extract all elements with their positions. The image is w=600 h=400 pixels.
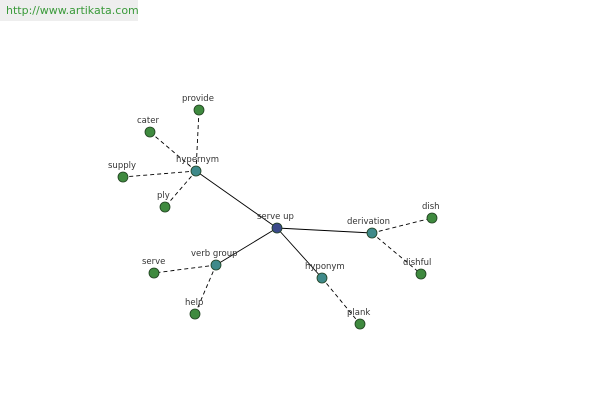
edge-hypernym-supply xyxy=(122,170,197,178)
node-dot-provide[interactable] xyxy=(193,104,205,116)
edges-layer xyxy=(122,109,433,325)
node-label-derivation: derivation xyxy=(347,217,390,227)
node-dot-serve[interactable] xyxy=(148,267,160,279)
node-label-hyponym: hyponym xyxy=(305,262,345,272)
edge-serve-up-hypernym xyxy=(195,170,278,229)
url-bar: http://www.artikata.com xyxy=(0,0,139,21)
edge-serve-up-derivation xyxy=(276,227,373,234)
node-dot-cater[interactable] xyxy=(144,126,156,138)
node-label-provide: provide xyxy=(182,94,214,104)
edge-derivation-dish xyxy=(371,217,433,234)
node-hypernym[interactable]: hypernym xyxy=(176,155,219,177)
edge-hypernym-cater xyxy=(149,131,197,172)
node-dot-serve-up[interactable] xyxy=(271,222,283,234)
node-label-ply: ply xyxy=(157,191,170,201)
node-dishful[interactable]: dishful xyxy=(403,258,431,280)
node-dot-supply[interactable] xyxy=(117,171,129,183)
node-label-dish: dish xyxy=(422,202,440,212)
node-cater[interactable]: cater xyxy=(137,116,159,138)
node-dot-derivation[interactable] xyxy=(366,227,378,239)
node-label-plank: plank xyxy=(347,308,370,318)
node-dot-ply[interactable] xyxy=(159,201,171,213)
edge-serve-up-hyponym xyxy=(276,227,323,279)
node-label-verb-group: verb group xyxy=(191,249,238,259)
edge-verb-group-serve xyxy=(153,264,217,274)
node-hyponym[interactable]: hyponym xyxy=(305,262,345,284)
node-dot-plank[interactable] xyxy=(354,318,366,330)
node-label-help: help xyxy=(185,298,203,308)
node-dot-dishful[interactable] xyxy=(415,268,427,280)
node-dot-hypernym[interactable] xyxy=(190,165,202,177)
node-serve[interactable]: serve xyxy=(142,257,165,279)
node-label-serve-up: serve up xyxy=(257,212,294,222)
node-dot-verb-group[interactable] xyxy=(210,259,222,271)
edge-serve-up-verb-group xyxy=(215,227,278,266)
node-dot-dish[interactable] xyxy=(426,212,438,224)
node-serve-up[interactable]: serve up xyxy=(257,212,294,234)
node-label-hypernym: hypernym xyxy=(176,155,219,165)
node-plank[interactable]: plank xyxy=(347,308,370,330)
node-label-serve: serve xyxy=(142,257,165,267)
node-label-dishful: dishful xyxy=(403,258,431,268)
node-provide[interactable]: provide xyxy=(182,94,214,116)
node-help[interactable]: help xyxy=(185,298,203,320)
node-dot-help[interactable] xyxy=(189,308,201,320)
node-supply[interactable]: supply xyxy=(108,161,136,183)
edge-hyponym-plank xyxy=(321,277,361,325)
edge-hypernym-provide xyxy=(195,109,200,172)
nodes-layer: serve up hypernym derivation verb group hypo… xyxy=(108,94,440,330)
node-label-supply: supply xyxy=(108,161,136,171)
edge-derivation-dishful xyxy=(371,232,422,275)
site-url-link[interactable]: http://www.artikata.com xyxy=(6,4,139,17)
node-verb-group[interactable]: verb group xyxy=(191,249,238,271)
node-ply[interactable]: ply xyxy=(157,191,171,213)
node-dish[interactable]: dish xyxy=(422,202,440,224)
edge-verb-group-help xyxy=(194,264,217,315)
node-derivation[interactable]: derivation xyxy=(347,217,390,239)
node-label-cater: cater xyxy=(137,116,159,126)
edge-hypernym-ply xyxy=(164,170,197,208)
node-dot-hyponym[interactable] xyxy=(316,272,328,284)
